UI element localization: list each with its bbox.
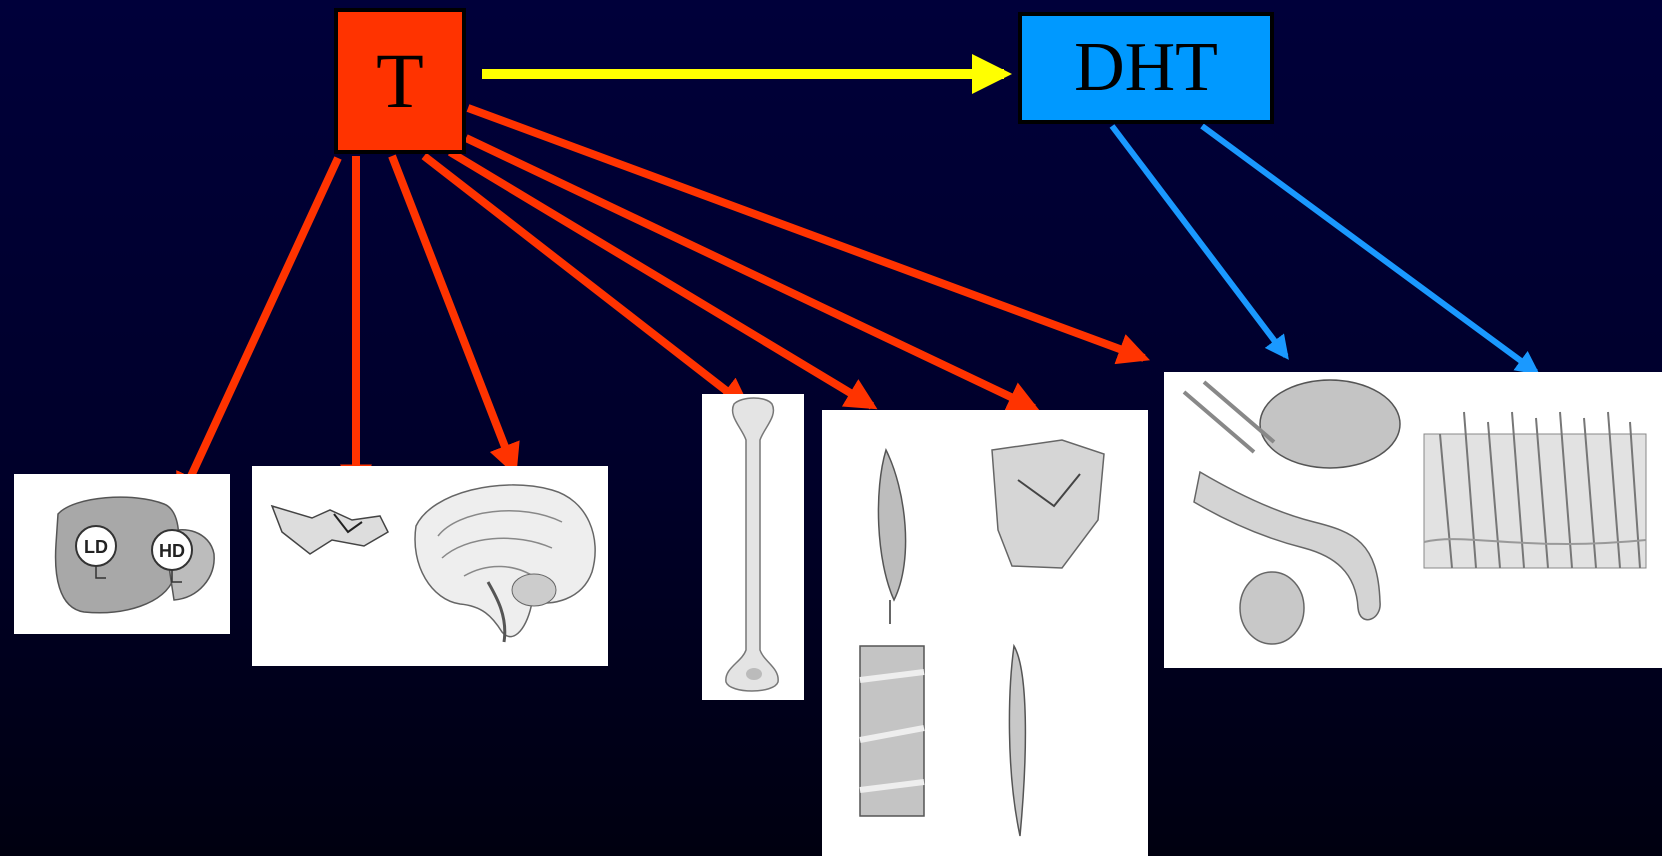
arrow-dht-to-skin bbox=[1202, 126, 1536, 372]
kidney-brain-illustration bbox=[252, 466, 608, 666]
thin-muscle-icon bbox=[1009, 646, 1025, 836]
arrow-t-to-liver bbox=[180, 158, 338, 500]
prostate-icon bbox=[1184, 380, 1400, 644]
skin-hair-icon bbox=[1424, 412, 1646, 568]
testosterone-node: T bbox=[334, 8, 466, 154]
arrow-t-to-brain bbox=[392, 156, 514, 470]
strap-muscle-icon bbox=[860, 646, 924, 816]
bone-illustration bbox=[702, 394, 804, 700]
kidney-icon bbox=[272, 506, 388, 554]
brain-icon bbox=[415, 485, 595, 642]
dht-node: DHT bbox=[1018, 12, 1274, 124]
fusiform-muscle-icon bbox=[878, 450, 905, 624]
bone-icon bbox=[726, 398, 778, 691]
liver-illustration: LD HD bbox=[14, 474, 230, 634]
muscle-larynx-illustration bbox=[822, 410, 1148, 856]
arrow-t-to-prostate bbox=[468, 108, 1144, 358]
arrow-t-to-muscle bbox=[450, 152, 872, 406]
arrow-t-to-larynx bbox=[466, 138, 1034, 408]
liver-ld-label: LD bbox=[84, 537, 108, 557]
liver-hd-label: HD bbox=[159, 541, 185, 561]
arrow-dht-to-prostate bbox=[1112, 126, 1286, 356]
larynx-icon bbox=[992, 440, 1104, 568]
prostate-skin-illustration bbox=[1164, 372, 1662, 668]
